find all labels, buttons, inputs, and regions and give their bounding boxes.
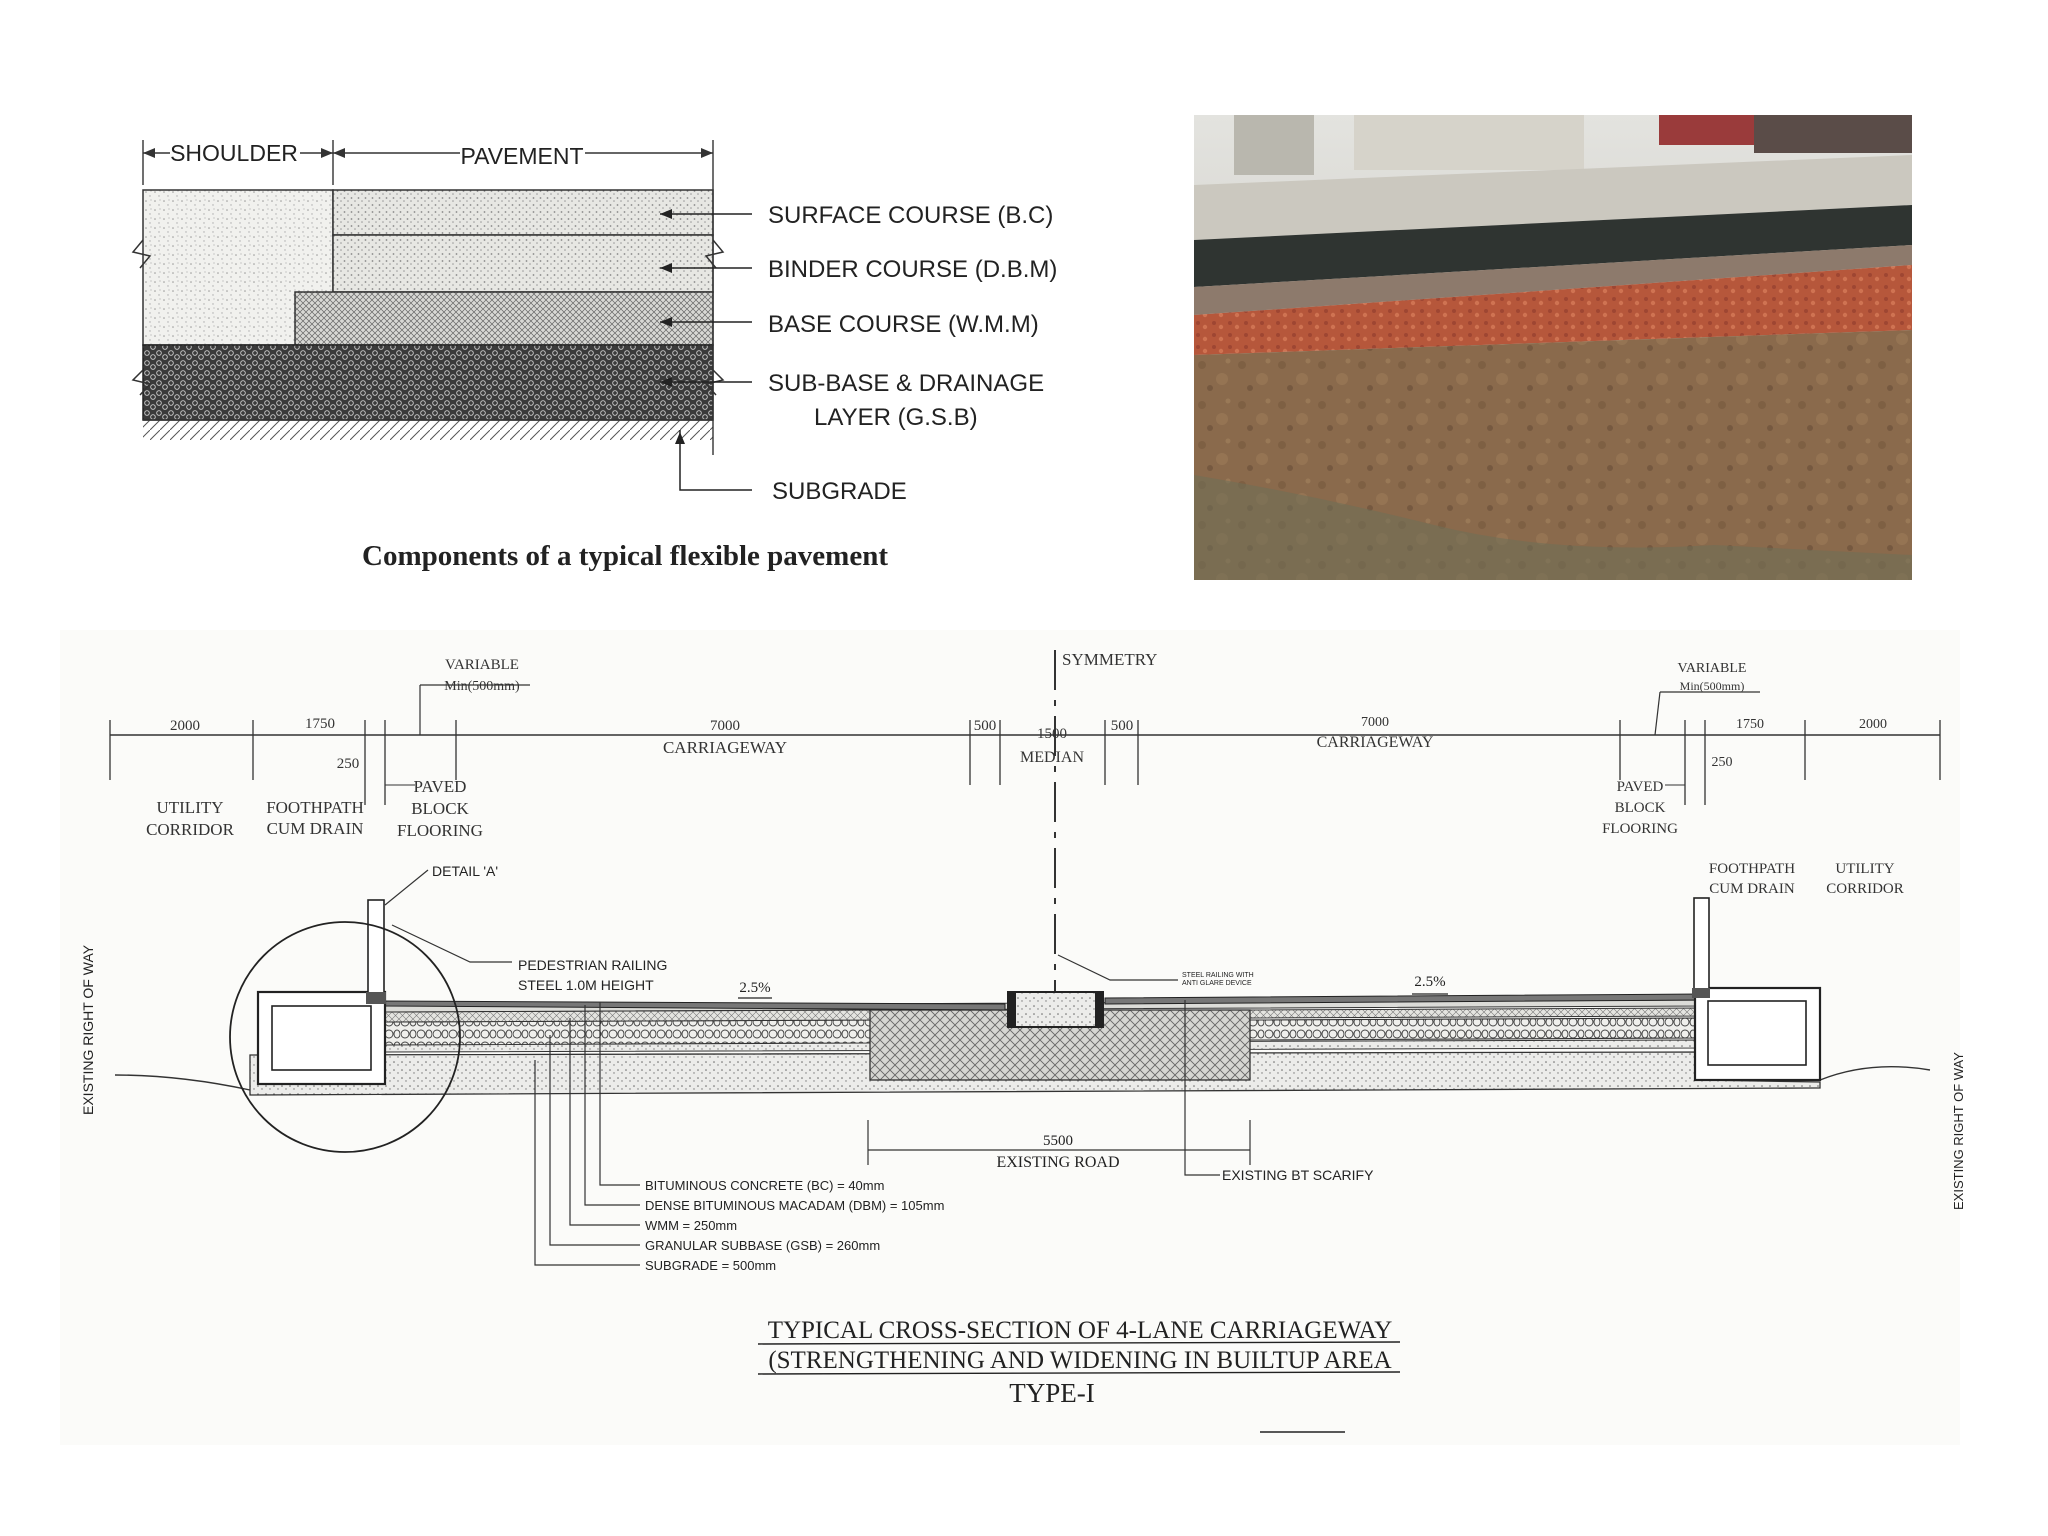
dim-250-left: 250	[337, 756, 360, 772]
pavement-caption: Components of a typical flexible pavemen…	[362, 540, 888, 572]
railing-left	[367, 899, 385, 996]
dim-500-a: 500	[974, 718, 997, 734]
layer-note-dbm: DENSE BITUMINOUS MACADAM (DBM) = 105mm	[645, 1198, 944, 1213]
soil-layers-photo	[1194, 115, 1912, 580]
binder-course-fill	[332, 234, 714, 293]
utility-left-1: UTILITY	[156, 798, 223, 817]
layer-label-binder: BINDER COURSE (D.B.M)	[768, 256, 1057, 283]
median-railing-label-1: STEEL RAILING WITH	[1182, 972, 1254, 979]
cross-section-title-3: TYPE-I	[1009, 1378, 1094, 1408]
paved-left-3: FLOORING	[397, 821, 483, 840]
variable-left: VARIABLE	[445, 657, 519, 673]
dim-7000-right: 7000	[1361, 715, 1389, 730]
pavement-layers-diagram: SHOULDER PAVEMENT SURFACE COURSE (B.C) B…	[131, 140, 1057, 572]
row-right: EXISTING RIGHT OF WAY	[1951, 1052, 1966, 1210]
carriageway-right: CARRIAGEWAY	[1317, 734, 1434, 751]
shoulder-label: SHOULDER	[170, 140, 298, 166]
median-label: MEDIAN	[1020, 749, 1084, 766]
surface-course-fill	[332, 189, 714, 236]
railing-label-1: PEDESTRIAN RAILING	[518, 957, 667, 973]
detail-a-label: DETAIL 'A'	[432, 863, 498, 879]
paved-right-2: BLOCK	[1615, 800, 1666, 816]
base-course-fill	[294, 291, 714, 346]
utility-left-2: CORRIDOR	[146, 820, 235, 839]
wmm-right-layer	[1249, 1007, 1701, 1019]
dim-2000-right: 2000	[1859, 717, 1887, 732]
dim-1500: 1500	[1037, 726, 1067, 742]
bt-scarify-label: EXISTING BT SCARIFY	[1222, 1167, 1374, 1183]
foot-left-1: FOOTHPATH	[266, 798, 364, 817]
paved-right-1: PAVED	[1617, 779, 1664, 795]
layer-note-bc: BITUMINOUS CONCRETE (BC) = 40mm	[645, 1178, 884, 1193]
row-left: EXISTING RIGHT OF WAY	[80, 944, 96, 1115]
cross-section-title-2: (STRENGTHENING AND WIDENING IN BUILTUP A…	[768, 1347, 1391, 1374]
existing-road-label: EXISTING ROAD	[996, 1154, 1119, 1171]
dim-1750-right: 1750	[1736, 717, 1764, 732]
slope-right: 2.5%	[1414, 974, 1445, 990]
cross-section-title-1: TYPICAL CROSS-SECTION OF 4-LANE CARRIAGE…	[768, 1317, 1393, 1344]
symmetry-label: SYMMETRY	[1062, 650, 1157, 669]
dim-250-right: 250	[1712, 755, 1733, 770]
existing-road-dim: 5500	[1043, 1133, 1073, 1149]
dim-1750-left: 1750	[305, 716, 335, 732]
dim-7000-left: 7000	[710, 718, 740, 734]
dim-2000-left: 2000	[170, 718, 200, 734]
pavement-label: PAVEMENT	[460, 143, 583, 169]
layer-label-base: BASE COURSE (W.M.M)	[768, 311, 1039, 338]
paved-left-2: BLOCK	[411, 799, 469, 818]
gsb-fill	[142, 344, 714, 421]
detail-a-circle	[229, 921, 461, 1153]
foot-right-2: CUM DRAIN	[1709, 881, 1795, 897]
layer-label-subgrade: SUBGRADE	[772, 478, 907, 505]
layer-label-gsb-line2: LAYER (G.S.B)	[814, 404, 978, 431]
layer-label-gsb: SUB-BASE & DRAINAGE	[768, 370, 1044, 397]
layer-label-surface: SURFACE COURSE (B.C)	[768, 202, 1053, 229]
railing-right	[1693, 897, 1710, 992]
railing-label-2: STEEL 1.0M HEIGHT	[518, 977, 654, 993]
gsb-left-layer	[384, 1019, 871, 1046]
variable-min-right: Min(500mm)	[1680, 679, 1745, 693]
subgrade-fill	[143, 420, 713, 440]
layer-note-wmm: WMM = 250mm	[645, 1218, 737, 1233]
dim-500-b: 500	[1111, 718, 1134, 734]
gsb-right-layer	[1249, 1017, 1701, 1041]
utility-right-2: CORRIDOR	[1826, 881, 1904, 897]
paved-left-1: PAVED	[414, 777, 467, 796]
foot-right-1: FOOTHPATH	[1709, 861, 1795, 877]
variable-min-left: Min(500mm)	[444, 679, 520, 694]
layer-note-subgrade: SUBGRADE = 500mm	[645, 1258, 776, 1273]
utility-right-1: UTILITY	[1835, 861, 1894, 877]
paved-right-3: FLOORING	[1602, 821, 1678, 837]
median-block	[1007, 991, 1104, 1028]
slope-left: 2.5%	[739, 980, 770, 996]
foot-left-2: CUM DRAIN	[267, 819, 364, 838]
layer-note-gsb: GRANULAR SUBBASE (GSB) = 260mm	[645, 1238, 880, 1253]
median-railing-label-2: ANTI GLARE DEVICE	[1182, 980, 1252, 987]
cross-section-drawing: SYMMETRY 2000 1750 250 VARIABLE Min(500m…	[60, 630, 1966, 1445]
variable-right: VARIABLE	[1678, 661, 1747, 676]
carriageway-left: CARRIAGEWAY	[663, 738, 787, 757]
